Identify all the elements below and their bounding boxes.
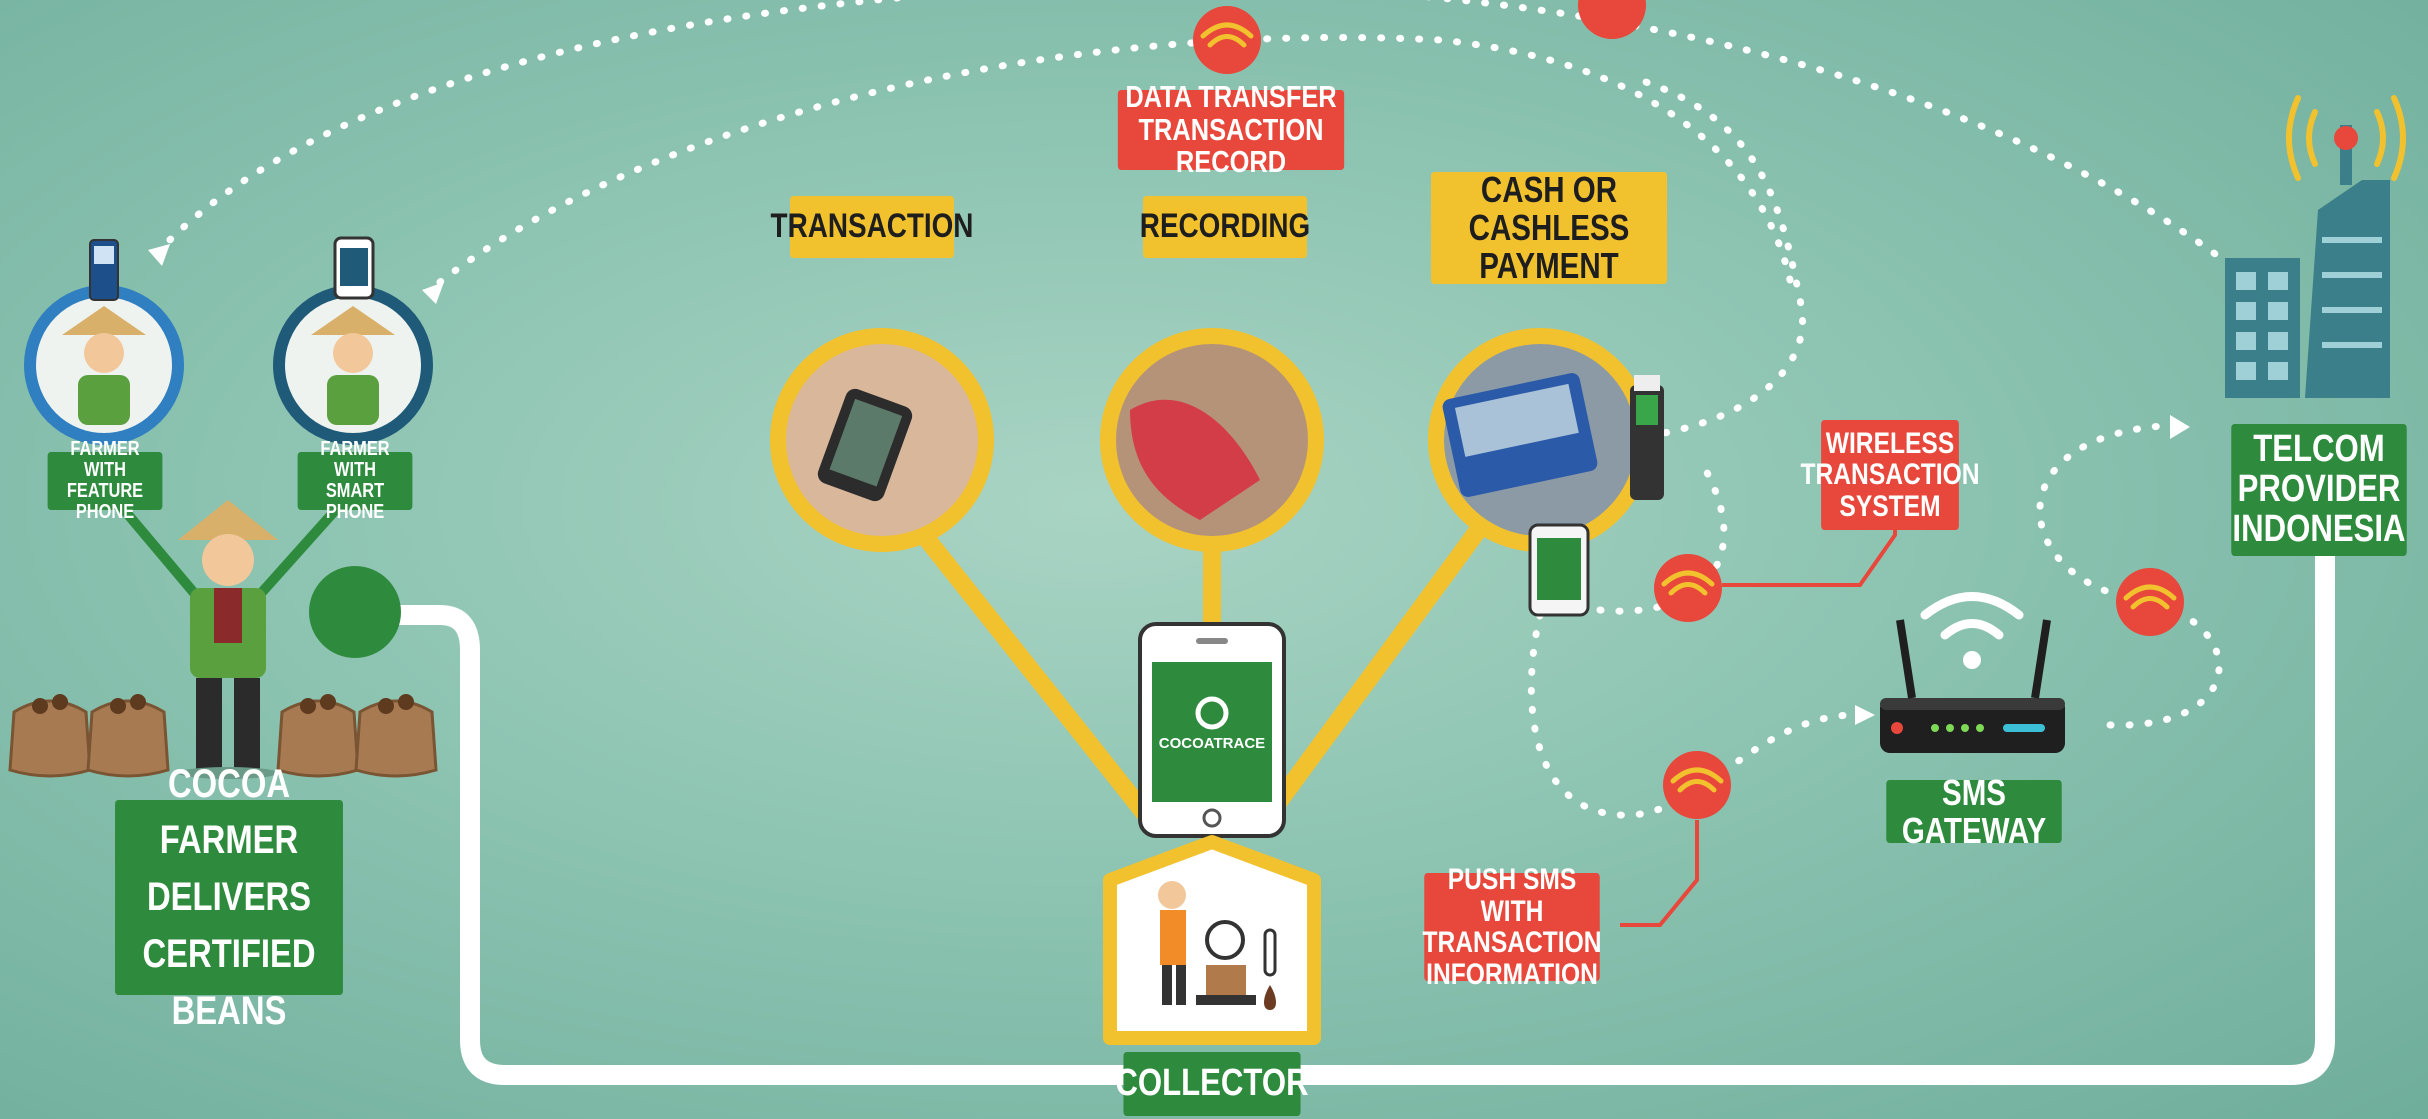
cocoatrace-app-name: COCOATRACE bbox=[1158, 735, 1266, 752]
collector-label: COLLECTOR bbox=[1115, 1052, 1309, 1116]
link-smart-phone bbox=[251, 501, 344, 604]
farmer-icon bbox=[178, 500, 278, 779]
smart-phone-farmer-label: FARMER WITH SMART PHONE bbox=[297, 439, 413, 523]
push-sms-label: PUSH SMS WITH TRANSACTION INFORMATION bbox=[1422, 863, 1602, 991]
telecom-tower-icon bbox=[2225, 95, 2406, 398]
recording-label: RECORDING bbox=[1140, 196, 1310, 258]
telcom-provider-label: TELCOM PROVIDER INDONESIA bbox=[2231, 424, 2407, 556]
scale-icon bbox=[1205, 920, 1245, 960]
arrow-head-2 bbox=[422, 282, 444, 304]
dotted-flow-sms-loop bbox=[1527, 611, 1854, 819]
push-sms-leader bbox=[1620, 820, 1699, 927]
link-feature-phone bbox=[116, 501, 204, 604]
arrow-head-4 bbox=[2170, 415, 2190, 439]
wifi-badges bbox=[1193, 0, 2184, 819]
wireless-transaction-label: WIRELESS TRANSACTION SYSTEM bbox=[1800, 420, 1980, 530]
payment-label: CASH OR CASHLESS PAYMENT bbox=[1430, 171, 1668, 284]
route-start-dot bbox=[309, 566, 401, 658]
dotted-flow-to-feature-phone bbox=[151, 0, 2234, 269]
data-transfer-label: DATA TRANSFER TRANSACTION RECORD bbox=[1117, 80, 1345, 178]
router-icon bbox=[1880, 592, 2065, 753]
cocoa-sack-icon bbox=[8, 699, 438, 778]
sms-gateway-label: SMS GATEWAY bbox=[1886, 773, 2062, 849]
dotted-flow-pos-to-telcom bbox=[1586, 76, 1806, 444]
dotted-flow-to-smart-phone bbox=[426, 33, 1794, 294]
feature-phone-farmer-label: FARMER WITH FEATURE PHONE bbox=[47, 439, 163, 523]
cocoa-farmer-label: COCOA FARMER DELIVERS CERTIFIED BEANS bbox=[115, 762, 343, 1033]
farmer-faces bbox=[62, 306, 395, 425]
arrow-head-3 bbox=[1855, 705, 1875, 725]
thermometer-icon bbox=[1263, 928, 1277, 977]
dotted-flow-wireless-loop bbox=[1596, 456, 1728, 615]
transaction-label: TRANSACTION bbox=[771, 196, 973, 258]
spoke-payment bbox=[1271, 471, 1524, 809]
arrow-head-1 bbox=[148, 244, 170, 266]
delivery-route bbox=[370, 530, 2335, 1085]
